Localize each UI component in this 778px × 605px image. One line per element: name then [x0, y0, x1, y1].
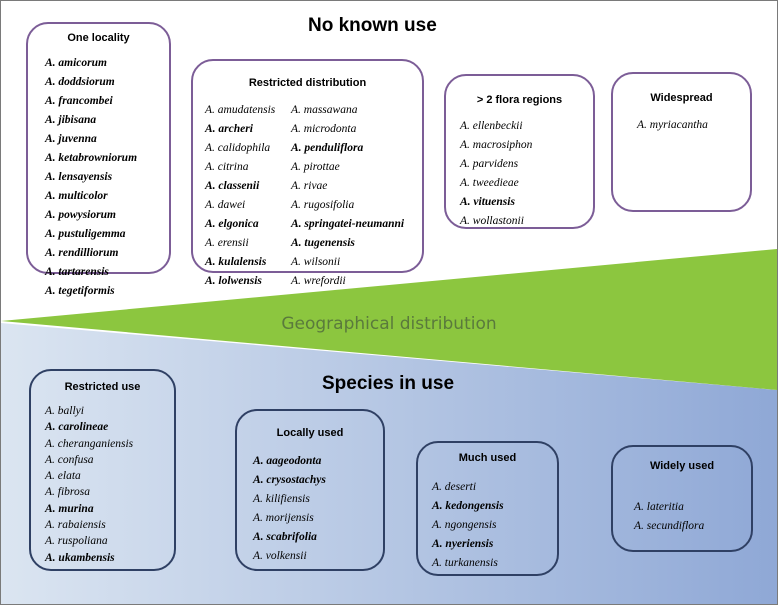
species-name: A. kilifiensis [253, 493, 310, 505]
box-much-used: Much used A. deserti A. kedongensis A. n… [416, 441, 559, 576]
species-name: A. carolineae [45, 421, 109, 434]
species-name: A. lolwensis [205, 275, 262, 287]
box-title-one-locality: One locality [67, 32, 130, 44]
species-name: A. lensayensis [45, 171, 113, 183]
widespread-species-list: A. myriacantha [637, 116, 708, 135]
species-name: A. doddsiorum [45, 76, 115, 88]
species-name: A. wollastonii [460, 215, 524, 227]
species-name: A. lateritia [634, 501, 684, 513]
box-title-restricted-distribution: Restricted distribution [248, 77, 367, 89]
species-name: A. murina [45, 502, 94, 515]
one-locality-species-list: A. amicorum A. doddsiorum A. francombei … [45, 54, 137, 301]
species-name: A. wrefordii [291, 275, 346, 287]
box-widespread: Widespread A. myriacantha [611, 72, 752, 212]
no-known-use-title: No known use [308, 15, 437, 36]
species-name: A. multicolor [45, 190, 108, 202]
species-name: A. tugenensis [291, 237, 355, 249]
species-name: A. ketabrowniorum [45, 152, 138, 164]
species-name: A. turkanensis [432, 557, 498, 569]
geographical-distribution-wedge [1, 249, 777, 390]
species-name: A. juvenna [45, 133, 97, 145]
box-more-than-2-flora-regions: > 2 flora regions A. ellenbeckii A. macr… [444, 74, 595, 229]
species-name: A. elata [45, 470, 81, 483]
species-name: A. confusa [45, 453, 94, 466]
box-title-widely-used: Widely used [649, 460, 715, 472]
species-name: A. citrina [205, 161, 249, 173]
box-restricted-distribution: Restricted distribution A. amudatensis A… [191, 59, 424, 287]
species-name: A. scabrifolia [253, 531, 317, 543]
restricted-use-species-list: A. ballyi A. carolineae A. cheranganiens… [45, 403, 133, 566]
species-name: A. morijensis [253, 512, 314, 524]
species-name: A. penduliflora [291, 142, 364, 154]
species-name: A. myriacantha [637, 119, 708, 131]
restricted-distribution-species-col1: A. amudatensis A. archeri A. calidophila… [205, 101, 275, 291]
box-title-much-used: Much used [458, 452, 517, 464]
species-name: A. fibrosa [45, 486, 90, 499]
box-title-widespread: Widespread [650, 92, 713, 104]
species-name: A. macrosiphon [460, 139, 533, 151]
species-name: A. calidophila [205, 142, 271, 154]
species-name: A. amudatensis [205, 104, 276, 116]
species-name: A. elgonica [205, 218, 259, 230]
species-name: A. tegetiformis [45, 285, 115, 297]
geographical-distribution-label: Geographical distribution [281, 314, 497, 334]
species-name: A. archeri [205, 123, 253, 135]
species-name: A. rabaiensis [45, 519, 106, 532]
species-name: A. nyeriensis [432, 538, 494, 550]
restricted-distribution-species-col2: A. massawana A. microdonta A. penduliflo… [291, 101, 404, 291]
species-name: A. pirottae [291, 161, 340, 173]
much-used-species-list: A. deserti A. kedongensis A. ngongensis … [432, 478, 504, 573]
species-name: A. parvidens [460, 158, 519, 170]
box-title-restricted-use: Restricted use [64, 381, 141, 393]
species-name: A. jibisana [45, 114, 97, 126]
locally-used-species-list: A. aageodonta A. crysostachys A. kilifie… [253, 452, 326, 566]
species-name: A. erensii [205, 237, 249, 249]
species-name: A. rugosifolia [291, 199, 355, 211]
species-name: A. springatei-neumanni [291, 218, 405, 230]
species-name: A. pustuligemma [45, 228, 126, 240]
box-title-locally-used: Locally used [276, 427, 344, 439]
species-name: A. microdonta [291, 123, 357, 135]
species-name: A. ngongensis [432, 519, 497, 531]
species-name: A. deserti [432, 481, 477, 493]
species-name: A. amicorum [45, 57, 107, 69]
species-name: A. rendilliorum [45, 247, 119, 259]
species-name: A. cheranganiensis [45, 437, 134, 450]
species-name: A. massawana [291, 104, 358, 116]
species-name: A. kulalensis [205, 256, 267, 268]
species-name: A. tweedieae [460, 177, 519, 189]
species-name: A. francombei [45, 95, 113, 107]
species-name: A. kedongensis [432, 500, 504, 512]
species-name: A. dawei [205, 199, 246, 211]
species-name: A. secundiflora [634, 520, 705, 532]
species-name: A. vituensis [460, 196, 515, 208]
species-name: A. rivae [291, 180, 328, 192]
species-in-use-band [1, 323, 777, 604]
species-name: A. crysostachys [253, 474, 326, 486]
species-in-use-title: Species in use [322, 373, 455, 394]
species-name: A. classenii [205, 180, 260, 192]
box-widely-used: Widely used A. lateritia A. secundiflora [611, 445, 753, 552]
box-one-locality: One locality A. amicorum A. doddsiorum A… [26, 22, 171, 297]
species-name: A. volkensii [253, 550, 307, 562]
species-name: A. powysiorum [45, 209, 116, 221]
species-name: A. aageodonta [253, 455, 322, 467]
box-locally-used: Locally used A. aageodonta A. crysostach… [235, 409, 385, 571]
species-name: A. wilsonii [291, 256, 341, 268]
flora-regions-species-list: A. ellenbeckii A. macrosiphon A. parvide… [460, 117, 532, 231]
box-title-more-than-2-flora-regions: > 2 flora regions [476, 94, 563, 106]
species-name: A. ruspoliana [45, 535, 108, 548]
species-name: A. ballyi [45, 405, 84, 417]
box-restricted-use: Restricted use A. ballyi A. carolineae A… [29, 369, 176, 571]
widely-used-species-list: A. lateritia A. secundiflora [634, 498, 704, 536]
species-name: A. ukambensis [45, 551, 115, 564]
species-name: A. tartarensis [45, 266, 109, 278]
species-name: A. ellenbeckii [460, 120, 523, 132]
